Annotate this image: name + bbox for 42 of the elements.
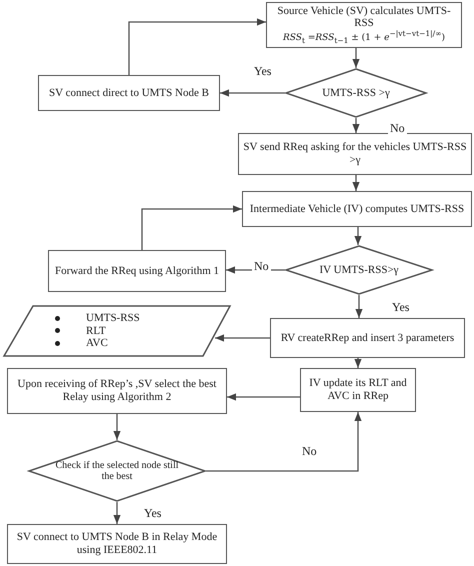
process-box xyxy=(238,133,472,175)
arrow xyxy=(226,266,285,274)
arrow xyxy=(128,18,266,75)
arrow xyxy=(113,502,121,524)
node-text: IV UMTS-RSS>γ xyxy=(319,264,399,276)
node-text: Intermediate Vehicle (IV) computes UMTS-RSS xyxy=(250,202,464,216)
node-text: Upon receiving of RRep’s ,SV select the best Relay using Algorithm 2 xyxy=(16,378,218,404)
process-box xyxy=(7,524,227,564)
arrow xyxy=(354,227,362,245)
arrow xyxy=(354,358,362,368)
node-text: RV createRRep and insert 3 parameters xyxy=(280,332,454,344)
list-item: UMTS-RSS xyxy=(86,312,140,325)
arrow xyxy=(352,175,360,191)
arrow xyxy=(113,414,121,440)
arrow xyxy=(215,334,270,342)
formula: RSS$_{t}$ =RSS$_{t−1}$ ± (1 + e$^{−|vt−vt−1|/∞}$) xyxy=(283,30,445,46)
process-box xyxy=(266,2,462,48)
arrow xyxy=(141,205,242,250)
process-box xyxy=(270,318,465,358)
node-text: UMTS-RSS >γ xyxy=(322,86,390,100)
edge-label: No xyxy=(252,259,271,274)
edge-label: No xyxy=(388,121,407,136)
arrow xyxy=(220,89,285,97)
process-box xyxy=(48,250,226,292)
node-text: Check if the selected node still the best xyxy=(54,460,180,482)
arrow xyxy=(227,393,300,401)
arrow xyxy=(355,295,363,318)
process-box xyxy=(7,368,227,414)
node-text: SV connect direct to UMTS Node B xyxy=(49,86,209,100)
arrow xyxy=(352,118,360,133)
node-text: Source Vehicle (SV) calculates UMTS-RSS xyxy=(276,4,452,30)
arrow xyxy=(352,48,360,68)
list-item: RLT xyxy=(86,324,106,338)
arrow xyxy=(206,412,362,472)
process-box xyxy=(38,75,220,111)
node-text: SV connect to UMTS Node B in Relay Mode using IEEE802.11 xyxy=(16,531,218,557)
list-item: AVC xyxy=(86,337,108,350)
node-text: SV send RReq asking for the vehicles UMTS-RSS >γ xyxy=(243,141,467,167)
process-box xyxy=(242,191,472,227)
node-text: Forward the RReq using Algorithm 1 xyxy=(54,264,220,278)
process-box xyxy=(300,368,416,412)
node-text: IV update its RLT and AVC in RRep xyxy=(308,377,408,403)
